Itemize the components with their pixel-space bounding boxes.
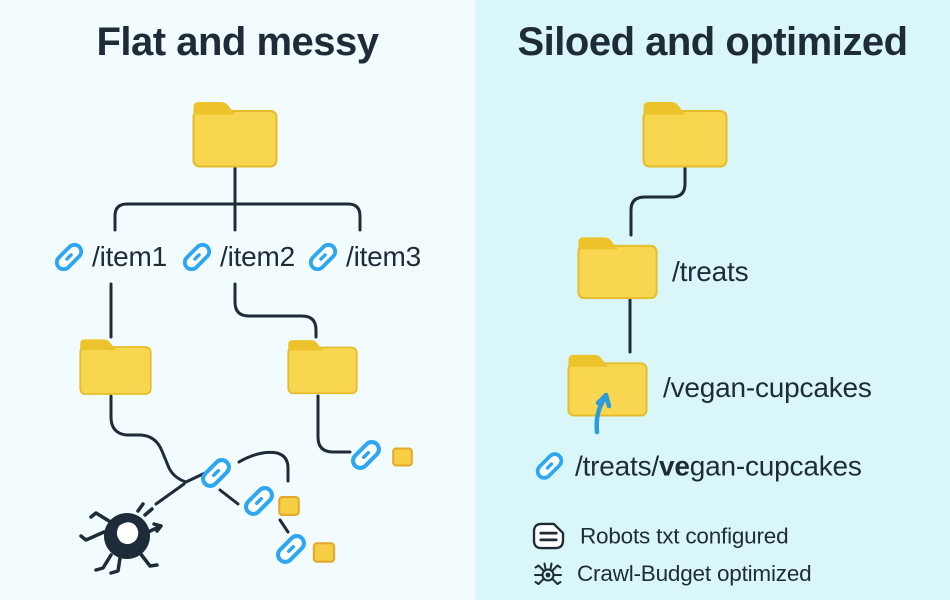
right-panel-background [475,0,950,600]
robots-label: Robots txt configured [580,523,789,548]
chain-link-icon [52,240,86,274]
left-panel-background [0,0,475,600]
checklist-item-crawl-budget: Crawl-Budget optimized [534,560,812,588]
url-suffix: gan-cupcakes [689,450,862,481]
root-folder-right [642,101,728,168]
yellow-page-icon [278,495,300,517]
item2-label: /item2 [220,241,296,272]
chain-link-icon [350,439,382,471]
yellow-page-icon [392,447,413,467]
crawl-budget-label: Crawl-Budget optimized [577,561,812,586]
crawler-spider [79,502,163,575]
subfolder-left-1 [79,338,152,395]
chain-link-icon [180,240,214,274]
treats-folder [577,236,658,300]
chain-link-icon [533,450,566,483]
chain-link-icon [200,457,232,489]
crawler-spider-icon [534,562,562,585]
item3-label: /item3 [346,241,422,272]
robots-note-icon [532,522,565,550]
left-tree-connectors [109,166,362,534]
right-tree-connectors [628,166,687,354]
clean-url-text: /treats/vegan-cupcakes [575,450,862,482]
subfolder-left-2 [287,339,358,395]
vegan-cupcakes-folder-label: /vegan-cupcakes [663,372,872,403]
yellow-page-icon [312,542,336,563]
blue-up-arrow-icon [594,392,612,435]
right-title: Siloed and optimized [517,20,908,64]
url-prefix: /treats/ [575,450,659,481]
root-folder-left [192,101,278,168]
chain-link-icon [275,533,307,565]
item2-link: /item2 [180,240,295,274]
treats-folder-label: /treats [672,256,749,287]
url-bold-part: ve [659,450,690,481]
item1-link: /item1 [52,240,167,274]
clean-url-row: /treats/vegan-cupcakes [533,450,862,483]
chain-link-icon [243,485,275,517]
checklist-item-robots: Robots txt configured [532,522,789,551]
left-title: Flat and messy [96,20,379,64]
chain-link-icon [306,240,340,274]
item1-label: /item1 [92,241,168,272]
item3-link: /item3 [306,240,421,274]
